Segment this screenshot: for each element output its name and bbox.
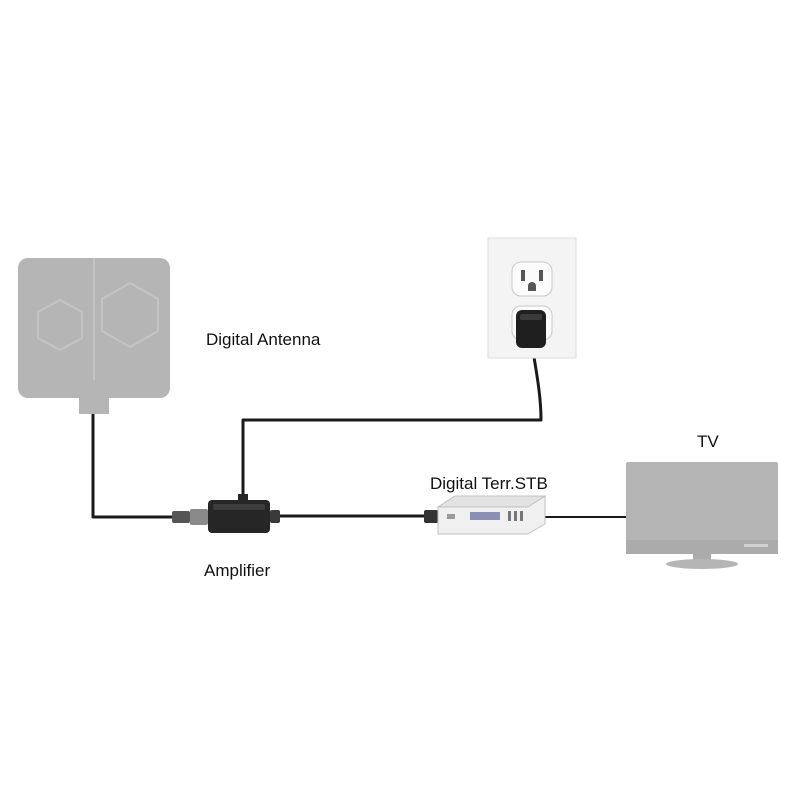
tv-label: TV (697, 432, 719, 451)
wall-outlet-icon (487, 237, 577, 359)
antenna-label: Digital Antenna (206, 330, 321, 349)
signal-amplifier-icon (172, 494, 280, 533)
flat-indoor-antenna-icon (18, 258, 170, 414)
television-icon (626, 462, 778, 569)
stb-label: Digital Terr.STB (430, 474, 548, 493)
set-top-box-icon (424, 495, 547, 535)
power-adapter-icon (516, 310, 546, 348)
amplifier-label: Amplifier (204, 561, 271, 580)
antenna-cable (91, 410, 174, 519)
